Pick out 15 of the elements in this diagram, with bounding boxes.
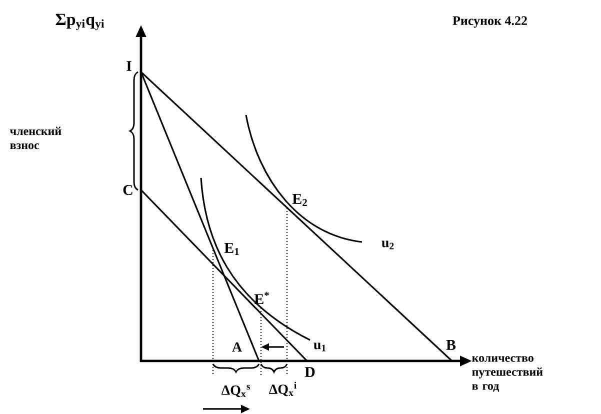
curve-label: u$_{1}$ xyxy=(314,342,326,352)
axis-title: Σp$_{yi}$q$_{yi}$ xyxy=(56,14,104,30)
axis-label: количество путешествий в год xyxy=(472,356,543,392)
point-label: D xyxy=(304,367,315,377)
delta-label: ΔQ$_{x}$s xyxy=(222,384,250,398)
brace-label: членский взнос xyxy=(10,126,62,150)
point-label: C xyxy=(123,184,132,196)
delta-label: ΔQ$_{x}$i xyxy=(269,382,296,396)
figure-title: Рисунок 4.22 xyxy=(452,16,527,28)
curve-label: u$_{2}$ xyxy=(382,240,394,250)
point-label: I xyxy=(126,61,132,71)
point-label: A xyxy=(232,342,242,352)
point-label: B xyxy=(446,340,456,350)
point-label: E$_{2}$ xyxy=(292,194,307,206)
point-label: E$_{1}$ xyxy=(224,243,239,255)
